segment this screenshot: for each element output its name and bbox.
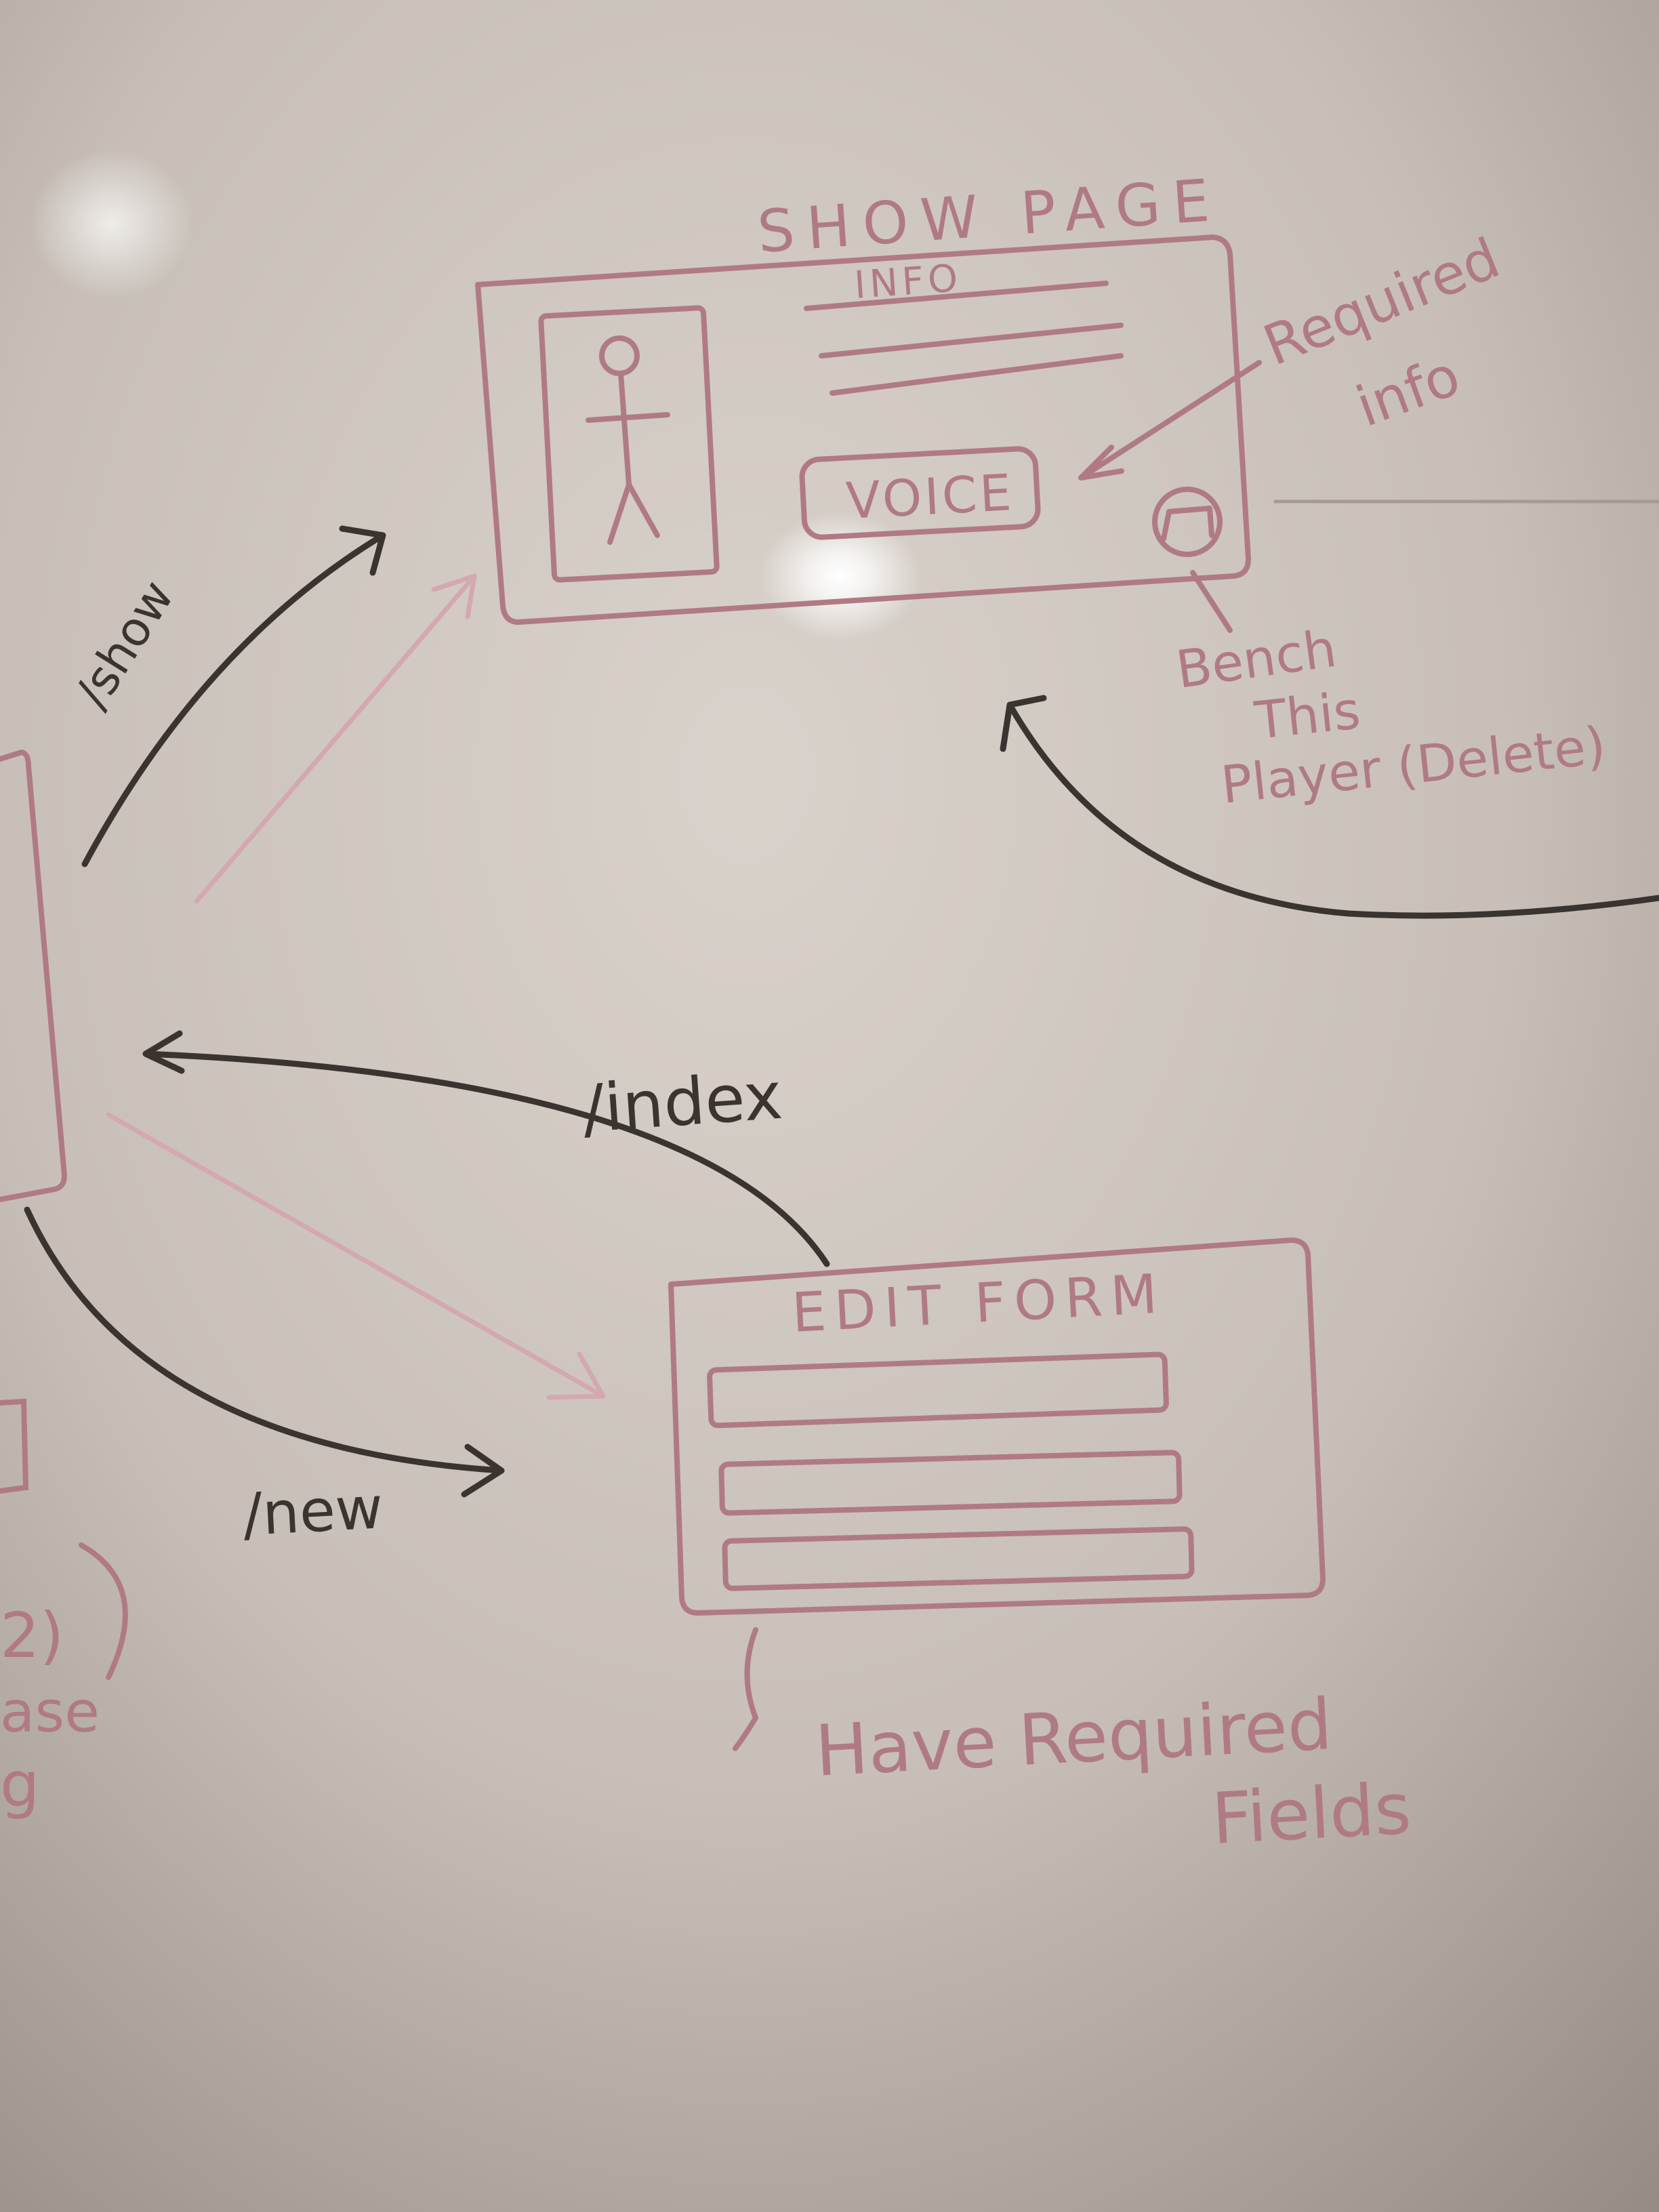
cropped-fragment-2: ase [0,1679,100,1745]
required-info-pointer-arrow [1078,360,1262,480]
form-field-2 [718,1450,1183,1516]
cropped-fragment-3: g [0,1748,39,1821]
info-label: INFO [853,256,963,308]
index-page-paren [79,1542,128,1680]
form-field-3 [722,1526,1195,1591]
edit-form-wireframe [668,1237,1326,1751]
bench-label-line2: This [1252,680,1364,751]
light-glare-top [30,149,193,298]
bench-trash-icon [1152,487,1223,557]
light-glare [759,512,922,640]
index-page-frame-edge [0,749,68,1202]
index-route-label: /index [580,1058,785,1147]
new-route-label: /new [241,1474,385,1549]
bench-pointer-arrow [1190,570,1233,633]
faint-red-arrows [106,573,606,1400]
profile-photo-box [538,305,720,583]
required-fields-pointer-arrow [733,1627,758,1751]
voice-button-shape [799,446,1041,540]
show-page-wireframe [475,234,1262,633]
new-route-arrow [24,1206,505,1498]
info-line-3 [830,353,1124,396]
cropped-fragment-1: 2) [0,1599,64,1672]
stick-figure-icon [586,335,670,545]
have-required-label-line2: Fields [1210,1767,1413,1860]
faint-arrow-to-show [194,573,477,904]
route-arrows [24,525,1659,1498]
delete-route-arrow [1000,695,1659,919]
index-route-arrow [142,1030,830,1267]
show-route-arrow [81,525,386,867]
index-page-wireframe-cropped [0,749,128,1680]
info-line-1 [804,281,1109,311]
edit-form-frame [668,1237,1326,1616]
faint-arrow-to-edit [106,1112,606,1400]
voice-button-label: VOICE [844,464,1015,531]
form-field-1 [707,1351,1169,1429]
show-page-frame [475,234,1251,625]
info-line-2 [819,323,1124,359]
index-page-small-box [0,1398,29,1494]
